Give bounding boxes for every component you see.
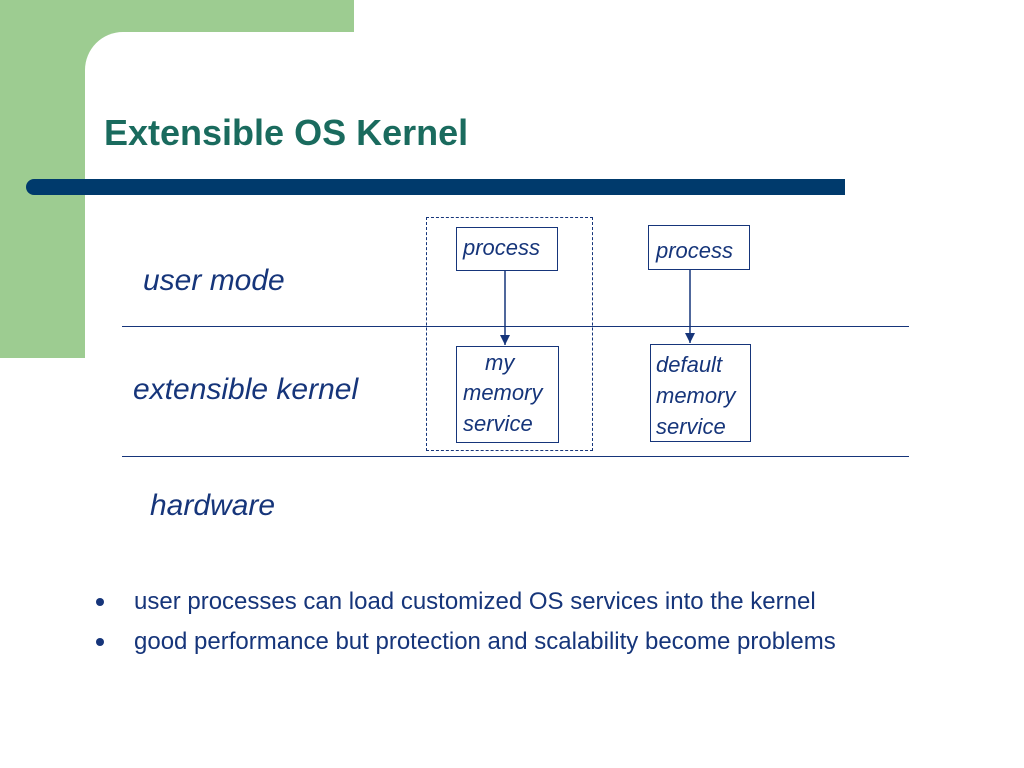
- bullet-text: good performance but protection and scal…: [134, 628, 836, 655]
- bullet-item: good performance but protection and scal…: [96, 626, 836, 666]
- custom-process-label: process: [463, 235, 541, 260]
- bullet-icon: [96, 638, 104, 646]
- custom-service-line-3: service: [463, 411, 533, 436]
- default-process-box: [648, 225, 750, 270]
- custom-extension-group: [426, 217, 593, 451]
- bullet-list: user processes can load customized OS se…: [96, 586, 836, 666]
- bullet-text: user processes can load customized OS se…: [134, 588, 816, 615]
- custom-memory-service-box: [456, 346, 559, 443]
- title-underline-bar: [26, 179, 845, 195]
- kernel-hardware-boundary-line: [122, 456, 909, 457]
- custom-process-box: [456, 227, 558, 271]
- bullet-item: user processes can load customized OS se…: [96, 586, 836, 626]
- default-service-line-2: memory: [656, 383, 736, 408]
- custom-service-line-2: memory: [463, 380, 543, 405]
- default-memory-service-box: [650, 344, 751, 442]
- slide-title: Extensible OS Kernel: [104, 112, 469, 153]
- default-service-line-1: default: [656, 352, 723, 377]
- hardware-label: hardware: [150, 489, 276, 522]
- custom-service-line-1: my: [485, 350, 515, 375]
- default-process-label: process: [656, 238, 734, 263]
- default-service-line-3: service: [656, 414, 726, 439]
- user-mode-label: user mode: [143, 264, 285, 297]
- bullet-icon: [96, 598, 104, 606]
- user-kernel-boundary-line: [122, 326, 909, 327]
- extensible-kernel-label: extensible kernel: [133, 373, 359, 406]
